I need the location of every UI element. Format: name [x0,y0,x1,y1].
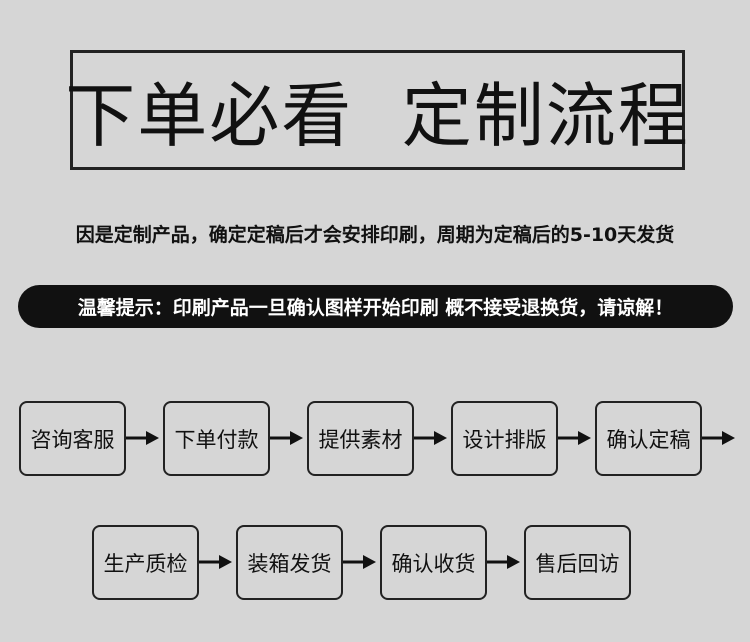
arrow-right-icon [199,555,232,569]
arrow-right-icon [702,431,735,445]
step-box: 提供素材 [307,401,414,476]
step-box: 确认收货 [380,525,487,600]
step-box: 下单付款 [163,401,270,476]
step-box: 生产质检 [92,525,199,600]
step-box: 设计排版 [451,401,558,476]
arrow-right-icon [414,431,447,445]
title-box: 下单必看 定制流程 [65,50,688,170]
step-box: 确认定稿 [595,401,702,476]
warning-banner: 温馨提示：印刷产品一旦确认图样开始印刷 概不接受退换货，请谅解！ [18,285,733,328]
step-box: 装箱发货 [236,525,343,600]
arrow-right-icon [558,431,591,445]
arrow-right-icon [126,431,159,445]
step-box: 售后回访 [524,525,631,600]
page-title: 下单必看 定制流程 [65,74,690,157]
arrow-right-icon [343,555,376,569]
arrow-right-icon [487,555,520,569]
arrow-right-icon [270,431,303,445]
notice-text: 因是定制产品，确定定稿后才会安排印刷，周期为定稿后的5-10天发货 [75,224,675,246]
step-box: 咨询客服 [19,401,126,476]
